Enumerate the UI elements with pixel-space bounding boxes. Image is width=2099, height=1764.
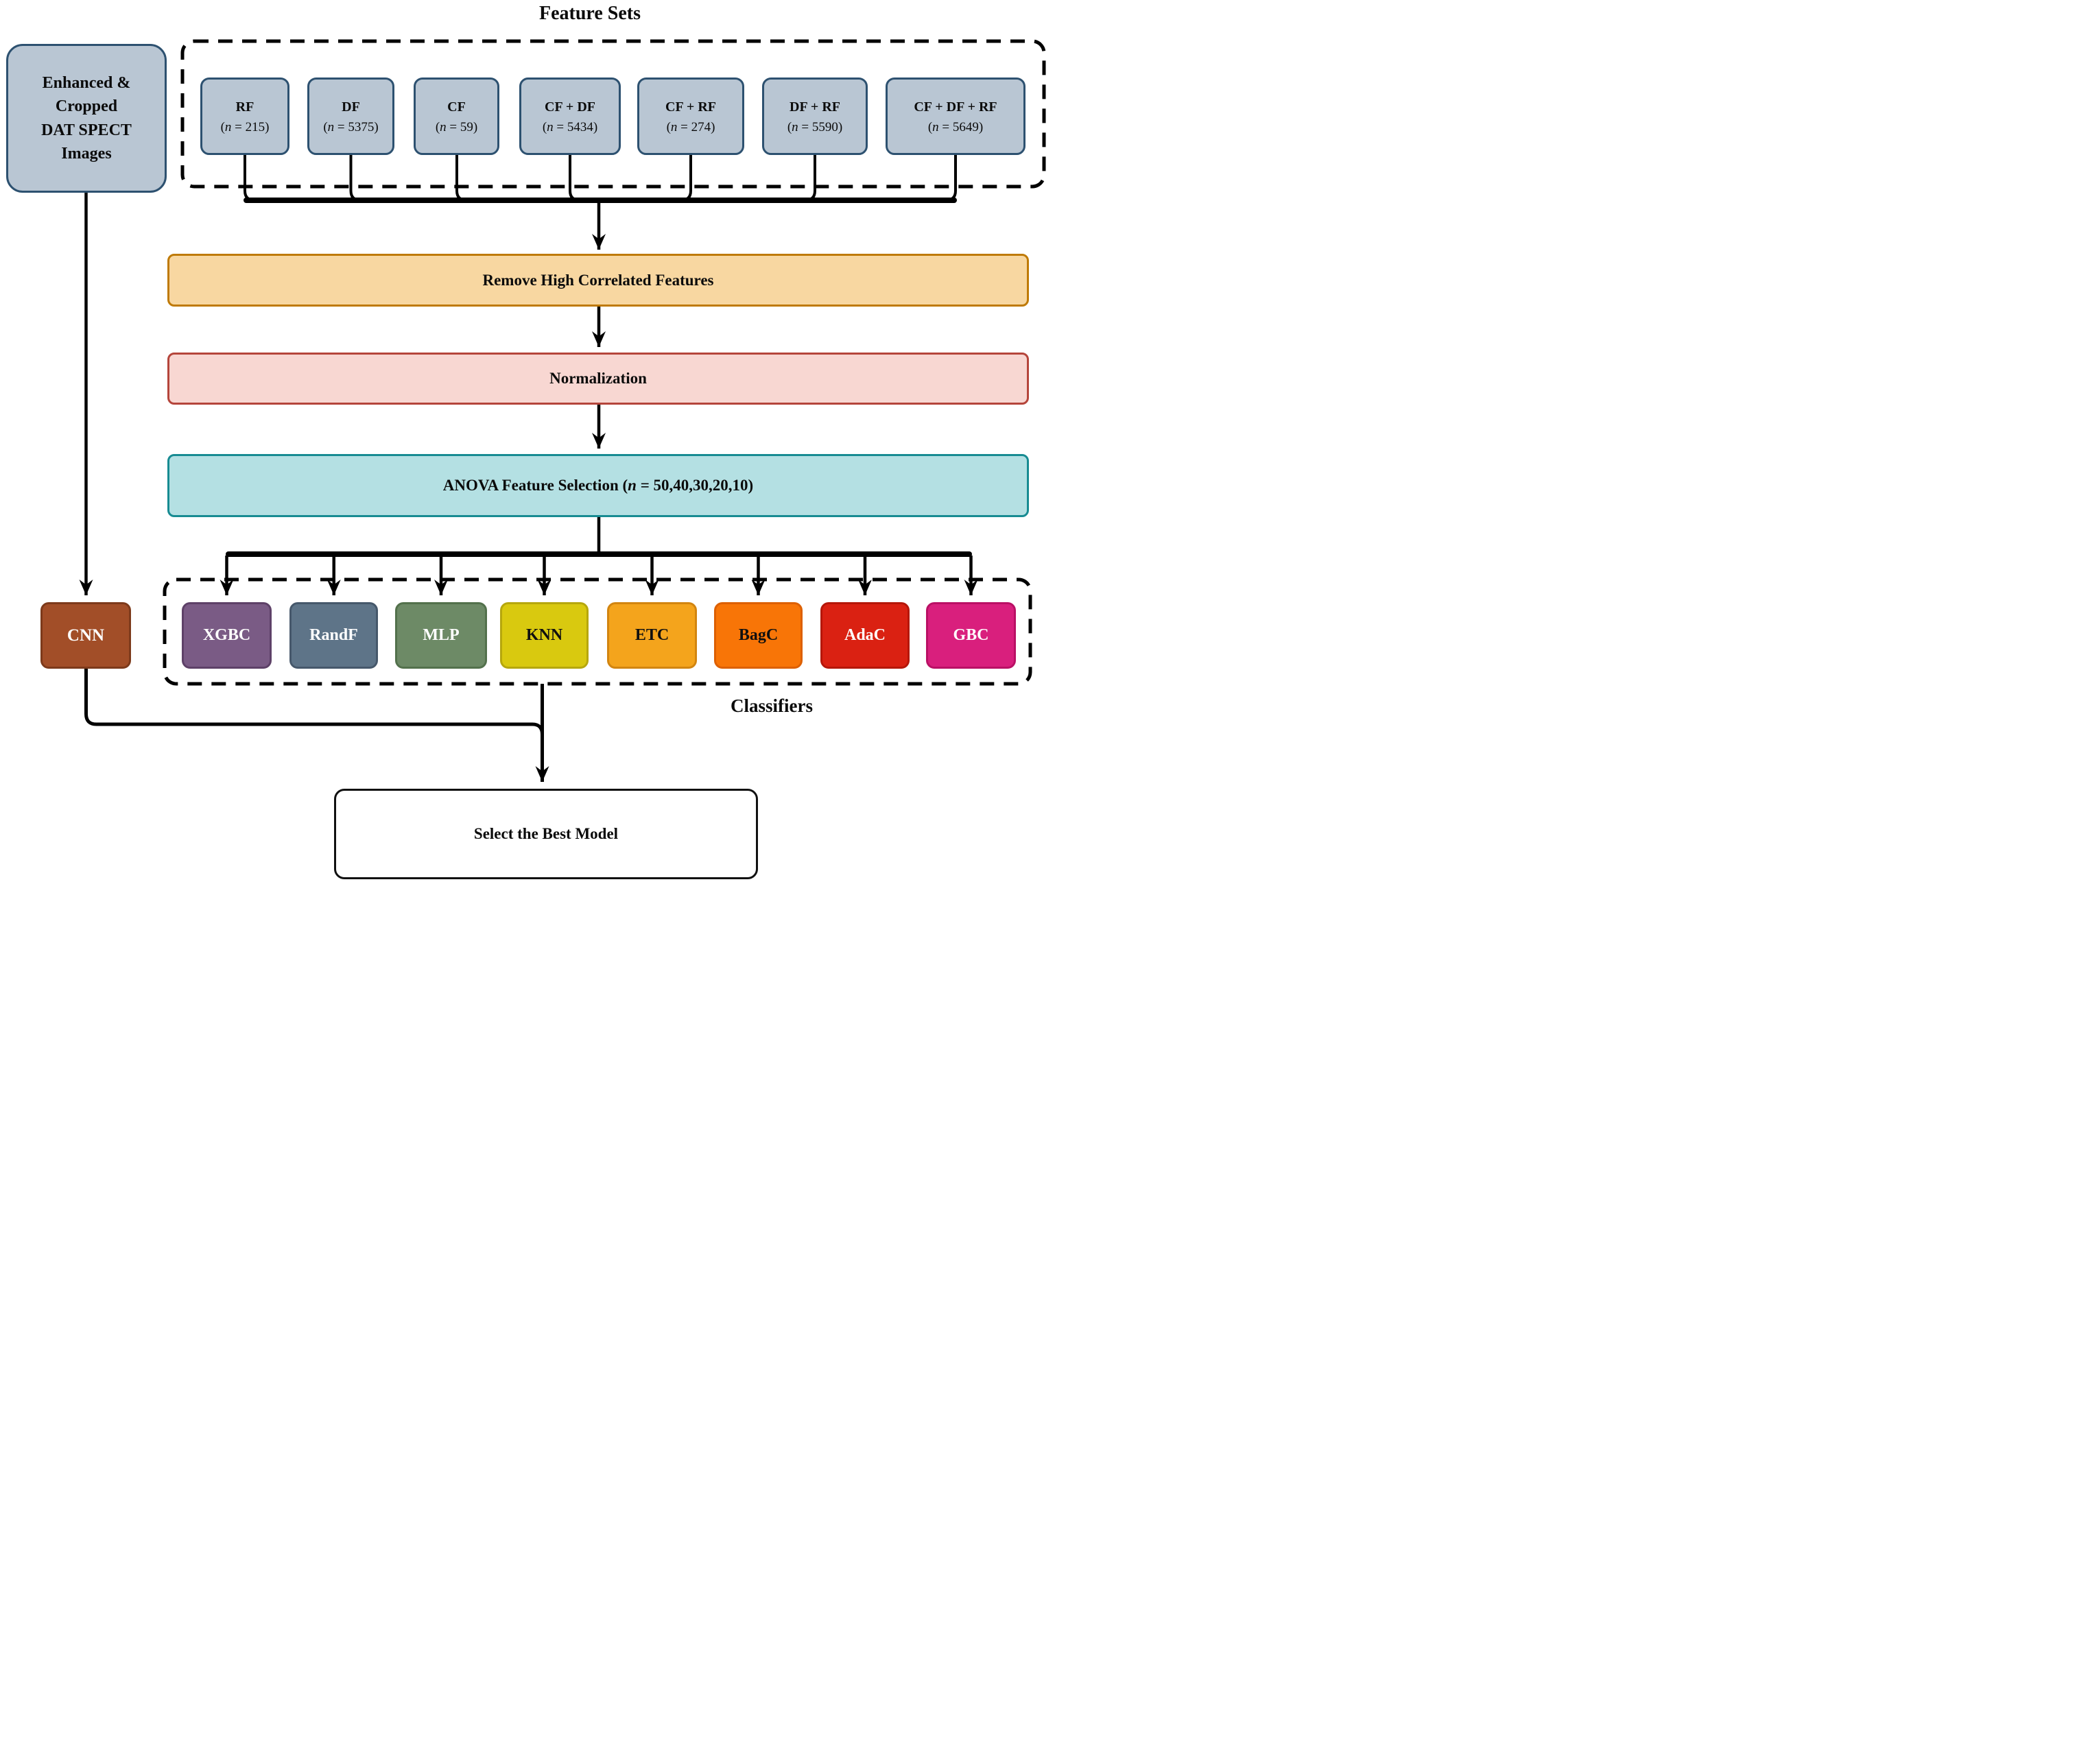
feature-set-label: CF + DF + RF	[914, 99, 997, 115]
feature-set-label: CF	[447, 99, 466, 115]
feature-set-cf: CF (n = 59)	[414, 78, 499, 155]
feature-count-label: (n = 5649)	[927, 119, 984, 134]
classifier-bagc: BagC	[714, 602, 803, 669]
remove-correlated-features-node: Remove High Correlated Features	[167, 254, 1029, 307]
anova-feature-selection-label: ANOVA Feature Selection (n = 50,40,30,20…	[442, 477, 754, 494]
cnn-label: CNN	[67, 625, 105, 645]
feature-set-df-rf: DF + RF (n = 5590)	[762, 78, 868, 155]
figure-title: Feature Sets	[539, 3, 641, 24]
feature-set-label: DF	[342, 99, 360, 115]
feature-set-rf: RF (n = 215)	[200, 78, 289, 155]
feature-set-label: RF	[235, 99, 254, 115]
input-images-node: Enhanced & Cropped DAT SPECT Images	[6, 44, 167, 193]
feature-set-cf-df: CF + DF (n = 5434)	[519, 78, 621, 155]
classifier-randf: RandF	[289, 602, 378, 669]
anova-feature-selection-node: ANOVA Feature Selection (n = 50,40,30,20…	[167, 454, 1029, 517]
feature-set-df: DF (n = 5375)	[307, 78, 394, 155]
input-images-label: Enhanced & Cropped DAT SPECT Images	[41, 74, 132, 163]
classifier-gbc: GBC	[926, 602, 1016, 669]
classifier-label: XGBC	[202, 626, 251, 644]
classifier-adac: AdaC	[820, 602, 910, 669]
classifier-knn: KNN	[500, 602, 589, 669]
classifier-label: RandF	[309, 626, 358, 644]
feature-merge-stems	[244, 155, 957, 202]
feature-set-label: CF + DF	[545, 99, 595, 115]
feature-set-cf-rf: CF + RF (n = 274)	[637, 78, 744, 155]
classifier-label: GBC	[953, 626, 989, 644]
select-best-model-node: Select the Best Model	[334, 789, 758, 879]
classifier-label: AdaC	[844, 626, 886, 644]
normalization-node: Normalization	[167, 353, 1029, 405]
select-best-model-label: Select the Best Model	[473, 825, 619, 842]
remove-correlated-features-label: Remove High Correlated Features	[482, 271, 714, 289]
feature-set-label: CF + RF	[665, 99, 716, 115]
feature-count-label: (n = 5375)	[323, 119, 379, 134]
classifier-label: ETC	[635, 626, 669, 644]
classifiers-group-label: Classifiers	[731, 695, 813, 716]
pipeline-flowchart: Feature Sets Enhanced & Cropped DAT SPEC…	[0, 0, 1050, 882]
classifier-xgbc: XGBC	[182, 602, 272, 669]
classifier-label: KNN	[525, 626, 563, 644]
classifier-label: MLP	[423, 626, 460, 644]
classifier-mlp: MLP	[395, 602, 487, 669]
feature-set-cf-df-rf: CF + DF + RF (n = 5649)	[886, 78, 1025, 155]
classifier-etc: ETC	[607, 602, 697, 669]
cnn-output-path	[84, 669, 544, 735]
feature-set-label: DF + RF	[790, 99, 840, 115]
feature-count-label: (n = 274)	[666, 119, 715, 134]
normalization-label: Normalization	[549, 370, 647, 387]
feature-count-label: (n = 5590)	[787, 119, 843, 134]
feature-count-label: (n = 5434)	[542, 119, 598, 134]
classifier-label: BagC	[738, 626, 779, 644]
fanout-arrows	[220, 556, 978, 595]
feature-count-label: (n = 215)	[220, 119, 270, 134]
cnn-node: CNN	[40, 602, 131, 669]
feature-count-label: (n = 59)	[435, 119, 478, 134]
